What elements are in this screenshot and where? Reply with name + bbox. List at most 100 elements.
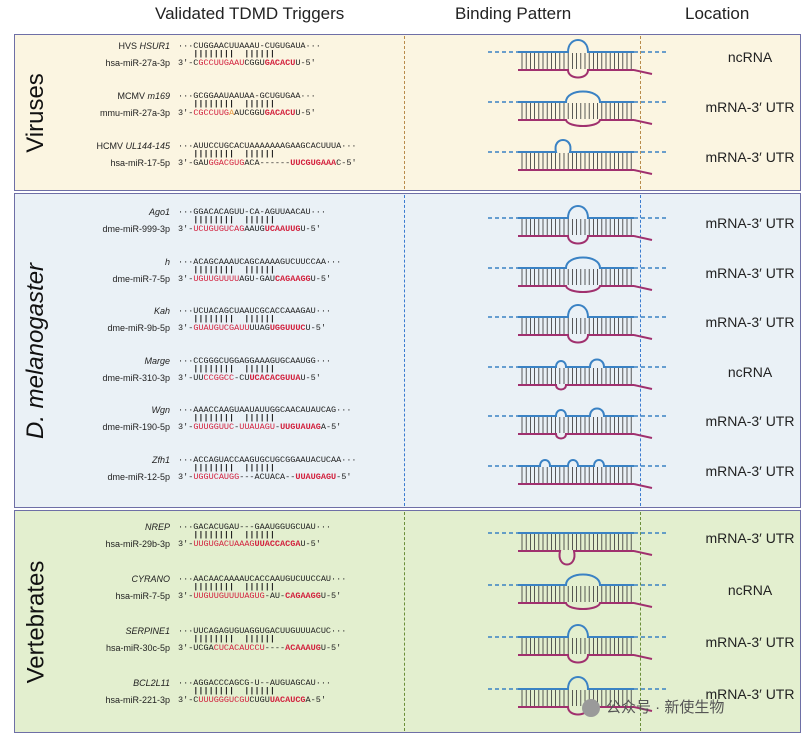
- mirna-tail: [633, 602, 653, 608]
- gene-name: HSUR1: [139, 41, 170, 51]
- wechat-icon: [582, 699, 600, 718]
- gene-name: Marge: [144, 355, 170, 366]
- sequence-segment: UUAG: [249, 323, 270, 333]
- target-strand: [518, 139, 634, 153]
- sequence-segment: AUCGGU: [234, 108, 265, 118]
- pairing-marks: |||||||| ||||||: [178, 149, 275, 159]
- binding-pattern-diagram: [488, 358, 666, 390]
- sequence-segment: U-5': [320, 591, 342, 601]
- sequence-segment: GCCUUGAAU: [198, 58, 245, 68]
- mirna-tail: [633, 550, 653, 556]
- target-sequence: ···ACCAGUACCAAGUGCUGCGGAAUACUCAA···: [178, 454, 357, 465]
- location-label: mRNA-3′ UTR: [705, 215, 795, 231]
- target-sequence: ···AUUCCUGCACUAAAAAAAGAAGCACUUUA···: [178, 141, 357, 151]
- gene-name: h: [164, 256, 170, 267]
- sequence-segment: GACACU: [264, 108, 296, 118]
- mirna-strand: [518, 69, 634, 79]
- target-gene: CYRANO: [131, 574, 170, 584]
- target-sequence: ···GACACUGAU---GAAUGGUGCUAU···: [178, 522, 332, 532]
- binding-pattern-diagram: [488, 39, 666, 79]
- sequence-segment: UUGUUGUUUUAGUG: [193, 591, 265, 601]
- host-name: HCMV: [96, 141, 126, 151]
- sequence-segment: UUUGGGUCGU: [198, 695, 250, 705]
- sequence-segment: 3'-C: [178, 695, 199, 705]
- watermark: 公众号 · 新使生物: [582, 696, 725, 718]
- sequence-segment: GUAUGUCGAUU: [193, 323, 250, 333]
- mirna-name: dme-miR-7-5p: [112, 273, 170, 284]
- target-strand: [518, 205, 634, 219]
- target-gene: MCMV m169: [117, 91, 170, 101]
- target-gene: h: [165, 257, 170, 267]
- trigger-row: HCMV UL144-145···AUUCCUGCACUAAAAAAAGAAGC…: [60, 139, 800, 176]
- target-sequence: ···UCUACAGCUAAUCGCACCAAAGAU···: [178, 306, 332, 316]
- sequence-segment: GUUGGUUC: [193, 422, 235, 432]
- group-label: Vertebrates: [14, 510, 58, 733]
- header-triggers: Validated TDMD Triggers: [155, 4, 345, 23]
- sequence-segment: GGACGUG: [208, 158, 245, 168]
- mirna-sequence: 3'-UUGUGACUAAAGUUACCACGAU-5': [178, 539, 321, 549]
- target-sequence: ···AGGACCCAGCG-U--AUGUAGCAU···: [178, 678, 332, 688]
- group-band: [14, 34, 801, 191]
- group-band: [14, 193, 801, 508]
- pairing-marks: |||||||| ||||||: [178, 634, 275, 644]
- mirna-sequence: 3'-UGUUGUUUUAGU-GAUCAGAAGGU-5': [178, 274, 331, 284]
- sequence-segment: UCAAUUG: [264, 224, 301, 234]
- sequence-segment: 3'-: [178, 539, 194, 549]
- location-label: mRNA-3′ UTR: [705, 149, 795, 165]
- sequence-segment: UUACCACGA: [254, 539, 301, 549]
- column-divider: [404, 512, 405, 731]
- trigger-row: Wgn···AAACCAAGUAAUAUUGGCAACAUAUCAG··· ||…: [60, 404, 800, 440]
- binding-pattern-diagram: [488, 532, 666, 566]
- gene-name: BCL2L11: [133, 678, 170, 688]
- sequence-segment: 3'-: [178, 422, 194, 432]
- host-name: MCMV: [117, 91, 148, 101]
- group-label: D. melanogaster: [14, 193, 58, 508]
- sequence-segment: CGGU: [244, 58, 265, 68]
- location-label: mRNA-3′ UTR: [705, 264, 795, 281]
- column-divider: [640, 512, 641, 731]
- sequence-segment: 3'-: [178, 591, 194, 601]
- sequence-segment: CUCACAUCCU: [213, 643, 265, 653]
- sequence-segment: 3'-: [178, 273, 194, 284]
- watermark-text: 公众号 · 新使生物: [606, 699, 725, 716]
- sequence-segment: UACAUCG: [269, 695, 306, 705]
- sequence-segment: -: [234, 422, 240, 432]
- mirna-sequence: 3'-CGCCUUGAAUCGGUGACACUU-5': [178, 108, 316, 118]
- location-label: mRNA-3′ UTR: [705, 530, 795, 546]
- location-label: mRNA-3′ UTR: [705, 99, 795, 115]
- pairing-marks: |||||||| ||||||: [178, 99, 275, 109]
- header-binding-pattern: Binding Pattern: [455, 4, 572, 23]
- target-sequence: ···ACAGCAAAUCAGCAAAAGUCUUCCAA···: [178, 256, 342, 267]
- sequence-segment: U-5': [300, 372, 321, 383]
- mirna-strand: [518, 235, 634, 245]
- binding-pattern-diagram: [488, 304, 666, 344]
- sequence-segment: U-5': [305, 323, 326, 333]
- sequence-segment: UGUUGUUUU: [193, 273, 240, 284]
- mirna-sequence: 3'-UCUGUGUCAGAAUGUCAAUUGU-5': [178, 224, 321, 234]
- pairing-marks: |||||||| ||||||: [178, 413, 275, 423]
- mirna-name: hsa-miR-29b-3p: [105, 539, 170, 549]
- column-divider: [404, 36, 405, 189]
- location-label: mRNA-3′ UTR: [705, 413, 795, 429]
- header-location: Location: [685, 4, 750, 23]
- sequence-segment: -: [274, 422, 281, 432]
- sequence-segment: A-5': [320, 422, 342, 432]
- sequence-segment: 3'-: [178, 224, 194, 234]
- column-divider: [404, 195, 405, 506]
- gene-name: Kah: [153, 306, 170, 316]
- binding-pattern-diagram: [488, 205, 666, 245]
- target-strand: [518, 39, 634, 53]
- gene-name: Zfh1: [151, 454, 170, 465]
- mirna-name: mmu-miR-27a-3p: [99, 108, 170, 118]
- sequence-segment: AAUG: [244, 224, 265, 234]
- target-gene: NREP: [145, 522, 170, 532]
- trigger-row: BCL2L11···AGGACCCAGCG-U--AUGUAGCAU··· ||…: [60, 676, 800, 716]
- sequence-segment: -CU: [234, 372, 250, 383]
- target-sequence: ···CCGGGCUGGAGGAAAGUGCAAUGG···: [178, 355, 332, 366]
- sequence-segment: ---ACUACA--: [239, 471, 296, 482]
- sequence-segment: UUAUAGU: [239, 422, 275, 432]
- pairing-marks: |||||||| ||||||: [178, 530, 275, 540]
- sequence-segment: A-5': [305, 695, 326, 705]
- group-label-text: D. melanogaster: [22, 262, 49, 439]
